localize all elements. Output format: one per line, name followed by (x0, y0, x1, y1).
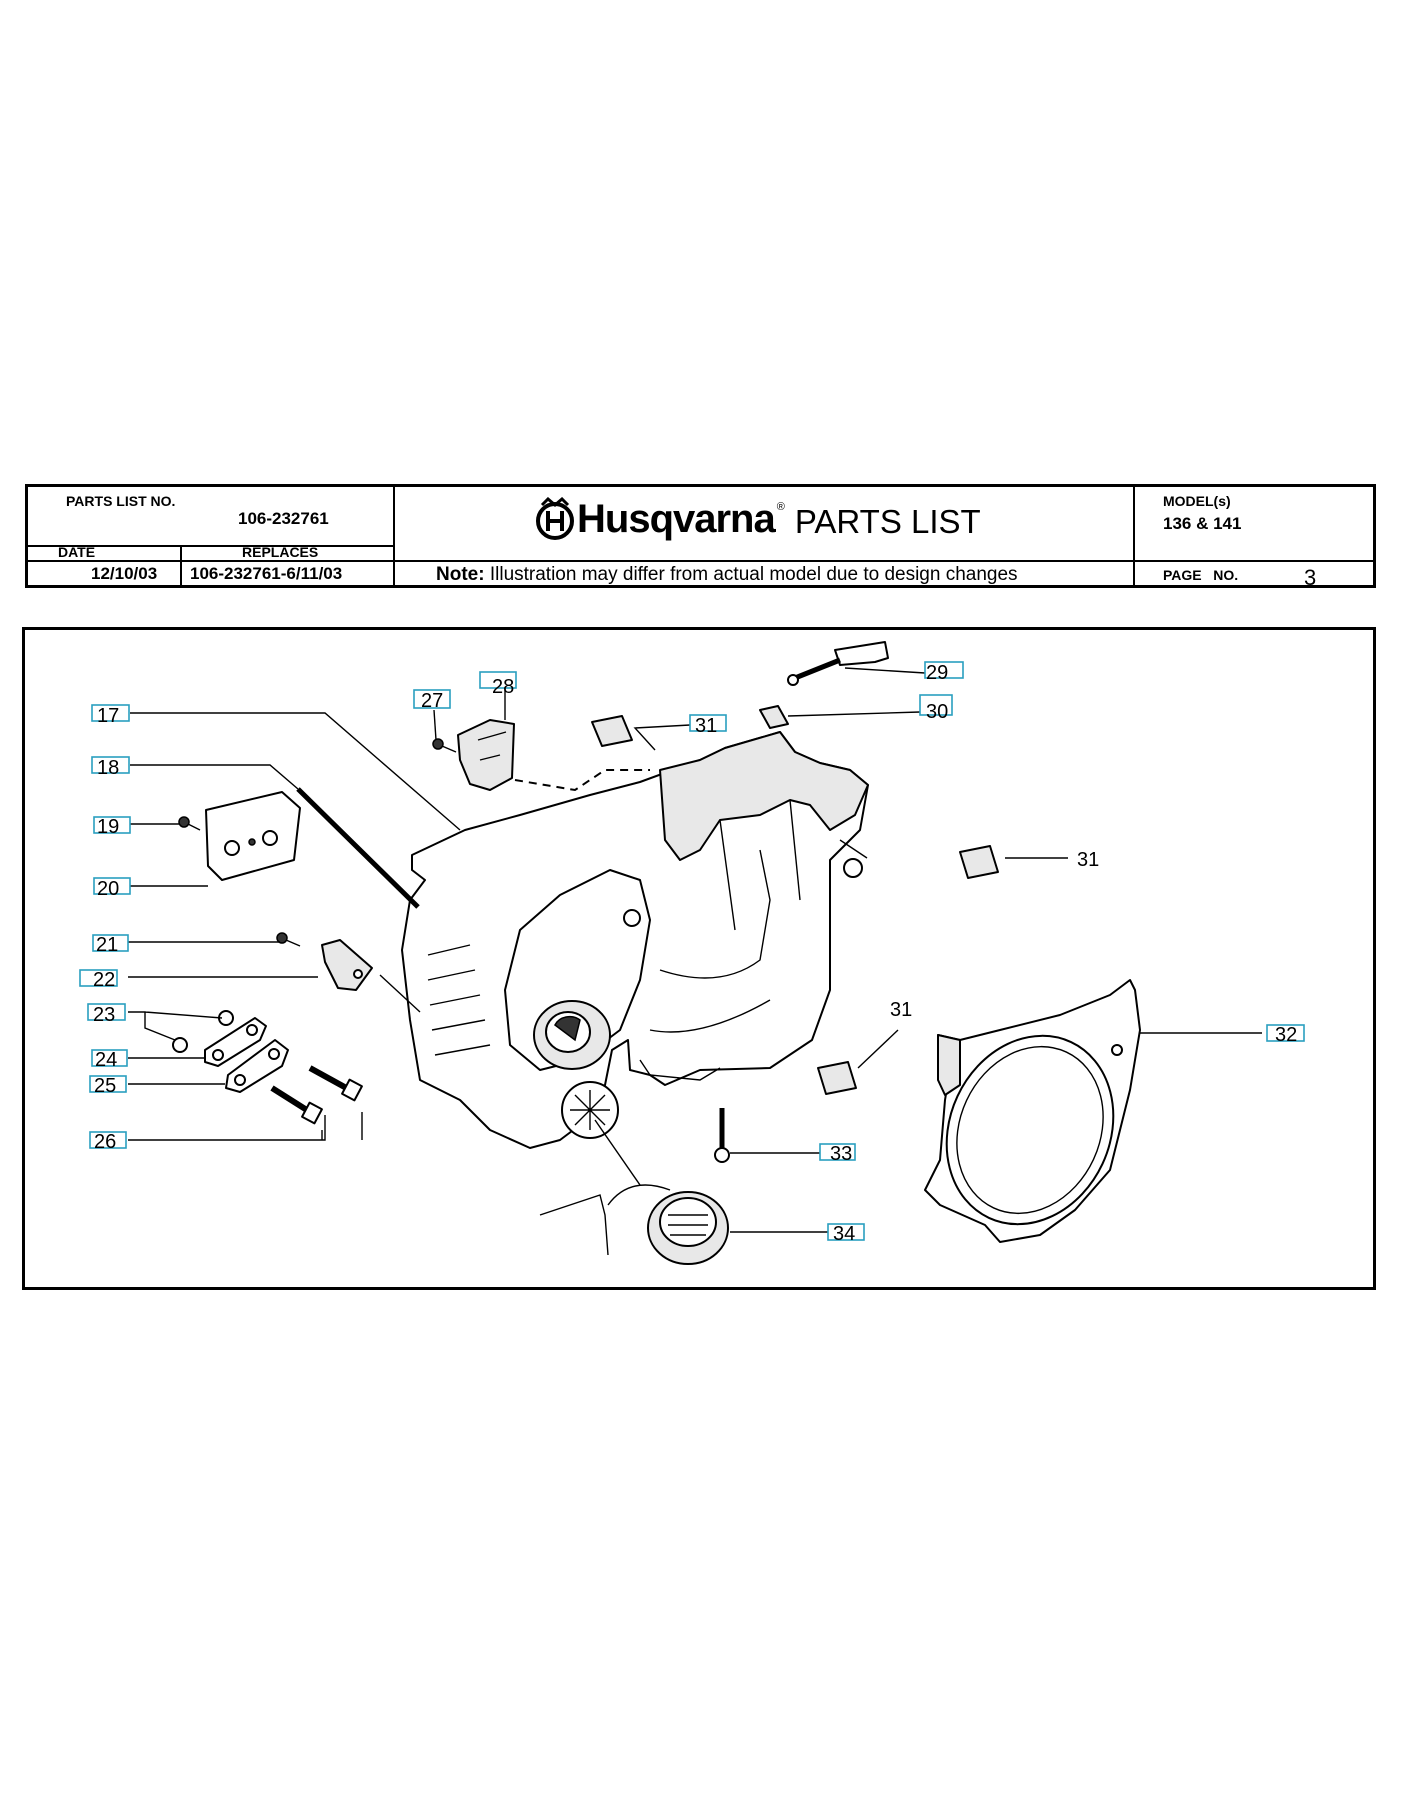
part-34-oil-cap (539, 1184, 729, 1265)
part-31-clip-nut (591, 715, 999, 1095)
callout-31-right: 31 (1077, 849, 1099, 871)
callout-29: 29 (926, 662, 948, 684)
note-label: Note: (436, 564, 485, 585)
callout-30: 30 (926, 701, 948, 723)
callout-27: 27 (421, 690, 443, 712)
callout-28: 28 (492, 676, 514, 698)
divider (28, 560, 1373, 562)
guide-dash (514, 769, 650, 792)
callout-31-bottom: 31 (890, 999, 912, 1021)
part-20-plate (205, 791, 301, 881)
part-33-screw (714, 1108, 730, 1163)
part-17-clutch-cover (401, 731, 869, 1149)
part-27-screw (432, 738, 457, 753)
leader-lines (128, 667, 1262, 1233)
part-28-bracket (457, 719, 515, 791)
replaces-value: 106-232761-6/11/03 (190, 564, 343, 583)
callout-26: 26 (94, 1131, 116, 1153)
parts-list-no-label: PARTS LIST NO. (66, 493, 176, 509)
note-text: Illustration may differ from actual mode… (489, 564, 1018, 585)
part-19-screw (178, 816, 201, 831)
divider (393, 487, 395, 585)
callout-23: 23 (93, 1004, 115, 1026)
callout-17: 17 (97, 705, 119, 727)
brand-name: Husqvarna (577, 497, 776, 541)
header-table: PARTS LIST NO. 106-232761 DATE 12/10/03 … (25, 484, 1376, 590)
husqvarna-crown-icon (536, 497, 574, 540)
divider (180, 547, 182, 585)
parts-list-no-value: 106-232761 (238, 509, 329, 528)
registered-mark: ® (776, 501, 785, 513)
callout-19: 19 (97, 816, 119, 838)
part-30-clip-nut (759, 705, 789, 729)
callout-32: 32 (1275, 1024, 1297, 1046)
callout-21: 21 (96, 934, 118, 956)
part-26-bolts (270, 1065, 363, 1125)
note: Note: Illustration may differ from actua… (436, 564, 1018, 586)
date-label: DATE (58, 544, 96, 560)
callout-31-top: 31 (695, 715, 717, 737)
divider (1133, 487, 1135, 585)
models-label: MODEL(s) (1163, 493, 1231, 509)
replaces-label: REPLACES (242, 544, 319, 560)
part-25-tensioner-plate (225, 1039, 289, 1093)
callout-18: 18 (97, 757, 119, 779)
divider (28, 545, 393, 547)
part-32-starter-cover (924, 979, 1141, 1243)
callouts: 17 18 19 20 21 22 23 24 25 26 27 28 29 3… (79, 661, 1305, 1245)
page-number: 3 (1304, 565, 1317, 590)
diagram-frame (22, 627, 1376, 1290)
callout-33: 33 (830, 1143, 852, 1165)
date-value: 12/10/03 (91, 564, 158, 583)
part-18-bar-stud (296, 787, 420, 909)
callout-24: 24 (95, 1049, 117, 1071)
models-value: 136 & 141 (1163, 514, 1242, 533)
husqvarna-logo: Husqvarna ® PARTS LIST (533, 497, 981, 541)
part-24-adjuster-plate (204, 1017, 267, 1067)
page-label: PAGE NO. (1163, 567, 1239, 583)
callout-20: 20 (97, 878, 119, 900)
part-29-lever (787, 641, 889, 686)
callout-34: 34 (833, 1223, 855, 1245)
callout-25: 25 (94, 1075, 116, 1097)
part-22-chain-catcher (321, 939, 373, 991)
callout-22: 22 (93, 969, 115, 991)
document-title: PARTS LIST (794, 503, 981, 540)
part-21-screw (276, 932, 301, 947)
